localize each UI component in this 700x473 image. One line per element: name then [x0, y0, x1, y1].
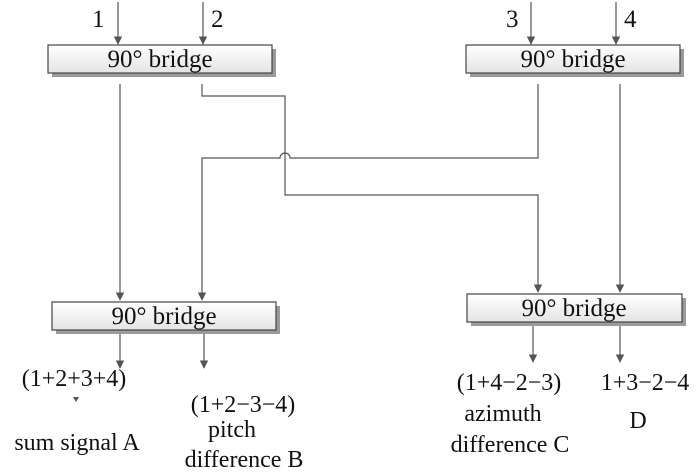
- output-d-formula: 1+3−2−4: [601, 370, 690, 396]
- output-a-name: sum signal A: [14, 430, 140, 456]
- input-label-4: 4: [624, 6, 637, 33]
- output-d-name: D: [629, 408, 646, 434]
- bridge-top-right-label: 90° bridge: [520, 46, 625, 73]
- output-b-name-line2: difference B: [185, 447, 304, 473]
- input-label-2: 2: [211, 6, 224, 33]
- bridge-bottom-right-label: 90° bridge: [521, 295, 626, 322]
- input-label-1: 1: [92, 6, 105, 33]
- wire-tl-to-br: [201, 84, 543, 293]
- output-c-name-line2: difference C: [451, 432, 570, 458]
- bridge-top-left: 90° bridge: [47, 44, 276, 77]
- output-c-name-line1: azimuth: [464, 401, 541, 427]
- bridge-bottom-left-label: 90° bridge: [111, 303, 216, 330]
- input-arrows: [113, 2, 621, 45]
- output-a-formula: (1+2+3+4): [22, 366, 127, 392]
- bridge-bottom-left: 90° bridge: [51, 301, 280, 334]
- small-arrow-icon: [73, 397, 79, 402]
- output-b-formula: (1+2−3−4): [191, 392, 296, 418]
- interconnect-wires: [115, 84, 625, 301]
- input-label-3: 3: [506, 6, 519, 33]
- wire-tr-to-bl: [197, 84, 539, 301]
- output-arrows: [115, 326, 625, 369]
- bridge-top-left-label: 90° bridge: [107, 46, 212, 73]
- bridge-top-right: 90° bridge: [465, 44, 684, 77]
- output-c-formula: (1+4−2−3): [457, 370, 562, 396]
- output-b-name-line1: pitch: [208, 417, 256, 443]
- bridge-bottom-right: 90° bridge: [466, 293, 686, 326]
